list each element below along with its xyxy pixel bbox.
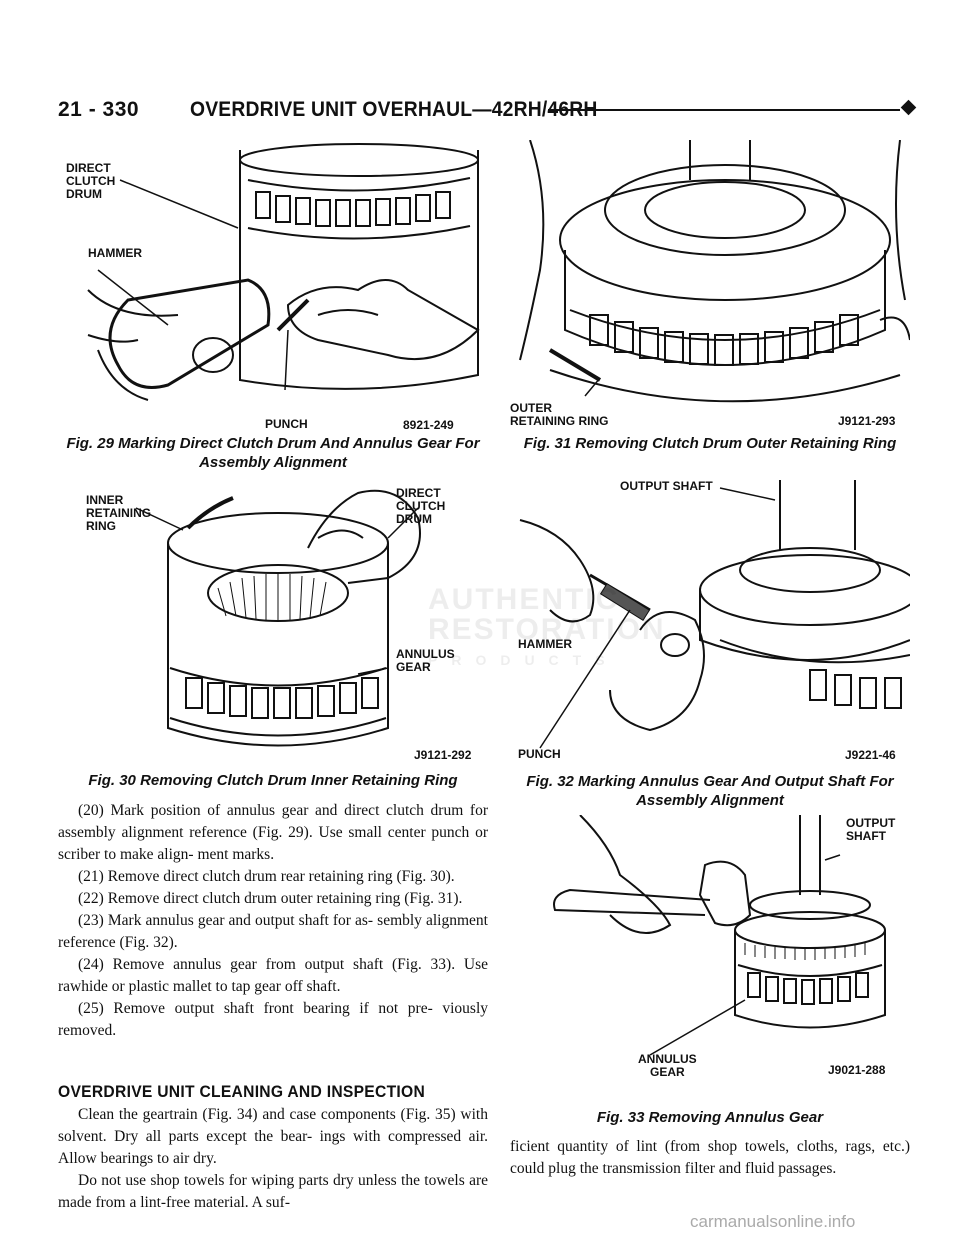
right-body-text: ficient quantity of lint (from shop towe…: [510, 1136, 910, 1180]
figure-30-caption: Fig. 30 Removing Clutch Drum Inner Retai…: [88, 772, 458, 789]
figure-32: OUTPUT SHAFT HAMMER PUNCH J9221-46: [510, 480, 910, 768]
figure-30-illustration: [135, 489, 421, 747]
figure-33: OUTPUT SHAFT ANNULUS GEAR J9021-288: [510, 815, 910, 1080]
paragraph: Clean the geartrain (Fig. 34) and case c…: [58, 1106, 488, 1167]
figure-32-caption: Fig. 32 Marking Annulus Gear And Output …: [526, 773, 894, 809]
label-inner-retaining-ring: INNER RETAINING RING: [86, 493, 152, 533]
paragraph: (25) Remove output shaft front bearing i…: [58, 1000, 488, 1039]
section-heading: OVERDRIVE UNIT CLEANING AND INSPECTION: [58, 1082, 426, 1101]
figure-32-code: J9221-46: [845, 748, 896, 762]
label-hammer: HAMMER: [518, 637, 572, 651]
figure-32-illustration: [519, 480, 910, 749]
paragraph: (23) Mark annulus gear and output shaft …: [58, 912, 488, 951]
figure-29: DIRECT CLUTCH DRUM HAMMER PUNCH 8921-249: [58, 140, 488, 432]
figure-33-code: J9021-288: [828, 1063, 886, 1077]
paragraph: (22) Remove direct clutch drum outer ret…: [78, 890, 463, 907]
page-header-title: OVERDRIVE UNIT OVERHAUL—42RH/46RH: [190, 98, 598, 121]
label-annulus-gear: ANNULUS GEAR: [396, 647, 455, 674]
figure-33-caption: Fig. 33 Removing Annulus Gear: [596, 1109, 824, 1126]
figure-31-caption: Fig. 31 Removing Clutch Drum Outer Retai…: [523, 435, 897, 452]
label-output-shaft: OUTPUT SHAFT: [846, 816, 896, 843]
site-watermark: carmanualsonline.info: [690, 1212, 856, 1231]
label-direct-clutch-drum: DIRECT CLUTCH DRUM: [396, 486, 446, 526]
label-direct-clutch-drum: DIRECT CLUTCH DRUM: [66, 161, 116, 201]
paragraph: ficient quantity of lint (from shop towe…: [510, 1138, 910, 1177]
paragraph: (21) Remove direct clutch drum rear reta…: [78, 868, 455, 885]
label-hammer: HAMMER: [88, 246, 142, 260]
label-punch: PUNCH: [518, 747, 561, 761]
figure-31-illustration: [519, 140, 910, 403]
label-output-shaft: OUTPUT SHAFT: [620, 479, 713, 493]
label-annulus-gear: ANNULUS GEAR: [638, 1052, 697, 1079]
label-punch: PUNCH: [265, 417, 308, 431]
figure-29-code: 8921-249: [403, 418, 454, 432]
label-outer-retaining-ring: OUTER RETAINING RING: [510, 401, 609, 428]
paragraph: Do not use shop towels for wiping parts …: [58, 1172, 488, 1211]
figure-29-caption: Fig. 29 Marking Direct Clutch Drum And A…: [66, 435, 480, 471]
watermark: AUTHENTIC RESTORATION PRODUCTS: [428, 583, 666, 669]
figure-30: INNER RETAINING RING DIRECT CLUTCH DRUM …: [58, 478, 488, 768]
figure-33-illustration: [553, 815, 886, 1056]
figure-30-code: J9121-292: [414, 748, 472, 762]
header-rule: [548, 109, 900, 111]
paragraph: (20) Mark position of annulus gear and d…: [58, 802, 488, 863]
paragraph: (24) Remove annulus gear from output sha…: [58, 956, 488, 995]
figure-29-illustration: [87, 143, 480, 401]
figure-31: OUTER RETAINING RING J9121-293: [510, 140, 910, 430]
diamond-icon: [900, 99, 917, 116]
figure-31-code: J9121-293: [838, 414, 896, 428]
page-number: 21 - 330: [58, 98, 140, 121]
left-body-text: (20) Mark position of annulus gear and d…: [58, 800, 488, 1042]
section-body-text: Clean the geartrain (Fig. 34) and case c…: [58, 1104, 488, 1214]
